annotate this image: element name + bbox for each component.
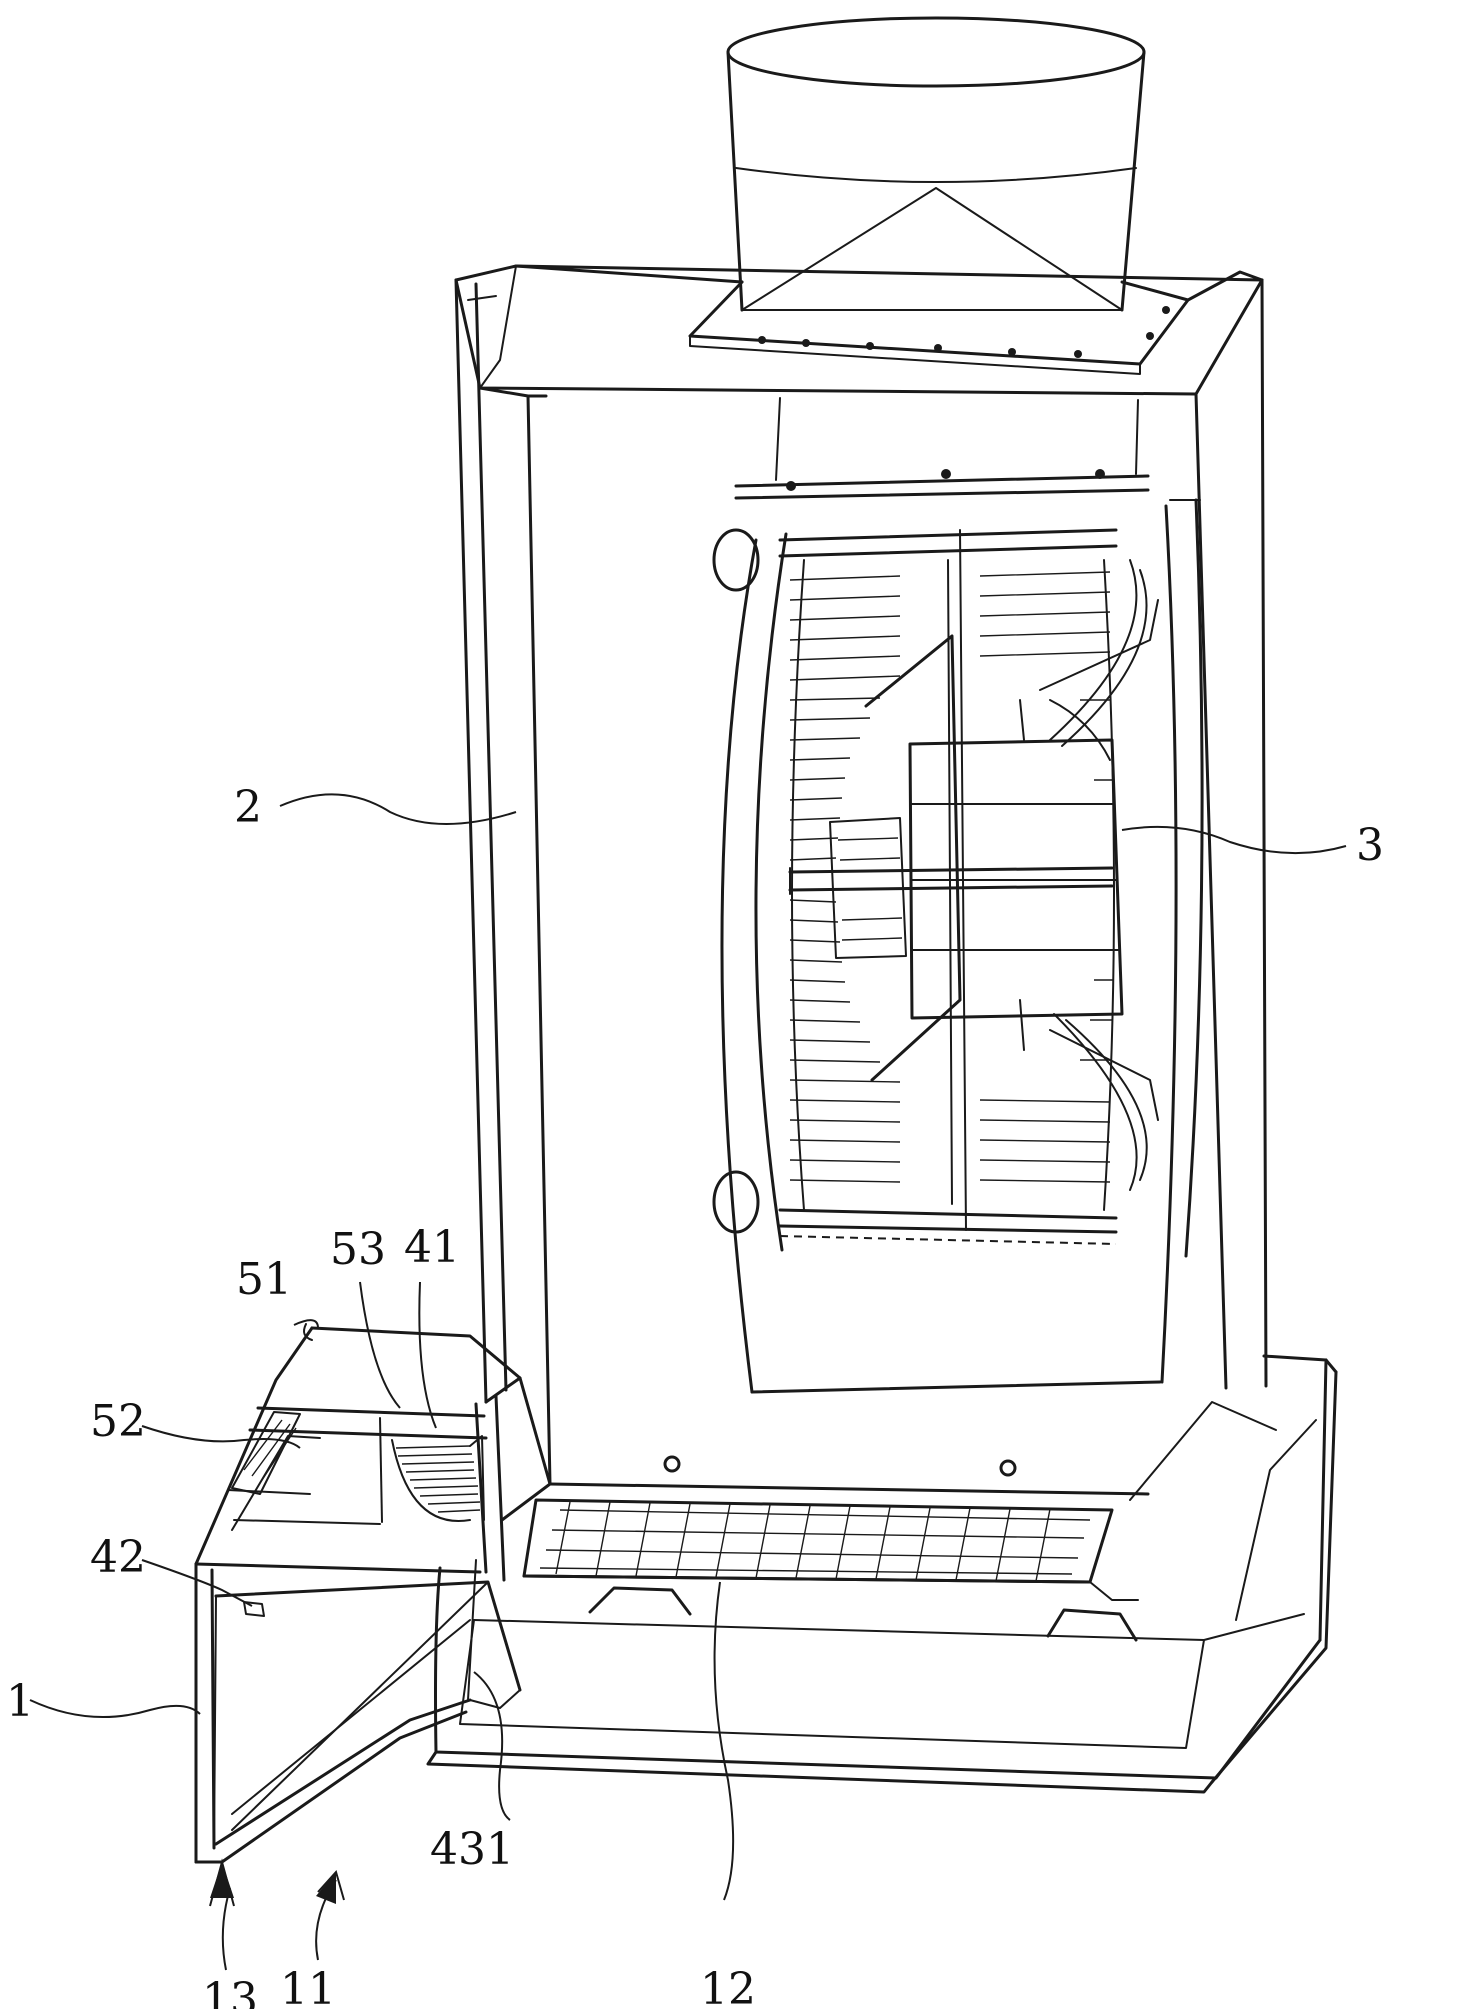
inlet-box <box>194 1323 552 1864</box>
label-51: 51 <box>236 1254 292 1305</box>
duct-collar <box>726 16 1146 312</box>
flange-holes <box>758 306 1170 358</box>
filter-roll <box>391 1435 485 1522</box>
label-3: 3 <box>1356 820 1384 871</box>
label-53: 53 <box>330 1224 386 1275</box>
label-13: 13 <box>202 1974 258 2009</box>
base-tray <box>426 1354 1338 1794</box>
label-12: 12 <box>700 1964 756 2009</box>
label-11: 11 <box>280 1964 336 2009</box>
labels: 2 3 51 53 41 52 42 1 431 13 11 12 <box>6 782 1384 2009</box>
label-42: 42 <box>90 1532 146 1583</box>
duct-flange <box>688 280 1190 375</box>
motor-hub <box>788 599 1159 1121</box>
label-41: 41 <box>404 1222 460 1273</box>
label-1: 1 <box>6 1676 34 1727</box>
label-52: 52 <box>90 1396 146 1447</box>
leader-lines <box>29 793 1347 1971</box>
cabinet <box>454 264 1268 1522</box>
label-431: 431 <box>430 1824 514 1875</box>
label-2: 2 <box>234 782 262 833</box>
fan-assembly <box>712 397 1204 1394</box>
